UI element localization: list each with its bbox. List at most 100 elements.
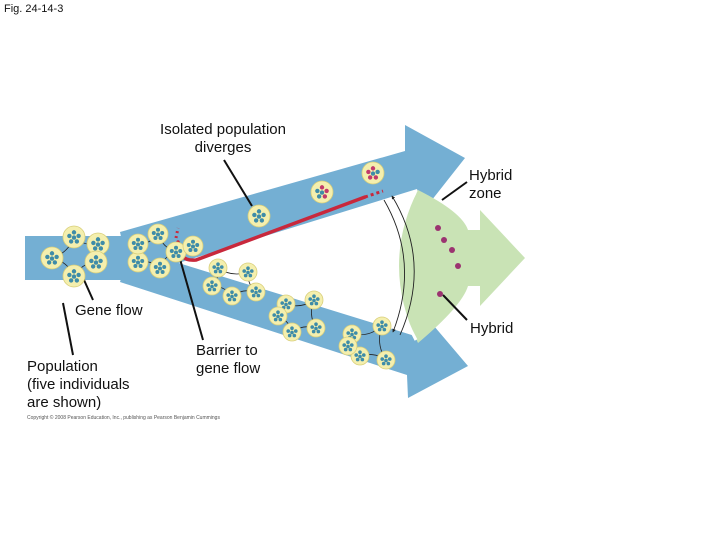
allele-dot	[246, 266, 250, 271]
allele-dot	[348, 347, 353, 352]
allele-dot	[226, 293, 231, 297]
isolated-label-line-2: diverges	[194, 139, 252, 156]
allele-dot	[276, 310, 280, 315]
allele-dot	[96, 264, 102, 269]
allele-dot	[71, 235, 77, 240]
allele-dot	[140, 241, 145, 245]
allele-dot	[171, 254, 176, 258]
allele-dot	[254, 286, 258, 291]
allele-dot	[349, 343, 354, 347]
allele-dot	[383, 323, 388, 327]
allele-dot	[324, 188, 329, 194]
allele-dot	[253, 218, 259, 223]
allele-dot	[380, 320, 384, 325]
allele-dot	[156, 232, 160, 237]
allele-dot	[386, 361, 391, 366]
allele-dot	[292, 333, 297, 338]
allele-dot	[353, 331, 358, 335]
hybrid-zone-label-line-1: Hybrid	[469, 167, 513, 184]
figure-label: Fig. 24-14-3	[4, 3, 64, 15]
allele-dot	[193, 248, 198, 252]
individual	[372, 316, 392, 336]
allele-dot	[207, 287, 212, 292]
allele-dot	[246, 270, 250, 275]
allele-dot	[162, 265, 167, 269]
allele-dot	[151, 231, 156, 235]
hybrid-zone	[399, 190, 525, 343]
allele-dot	[212, 265, 217, 269]
individual	[238, 262, 258, 282]
allele-dot	[71, 274, 77, 279]
allele-dot	[71, 269, 77, 274]
hybrid-zone-label: Hybrid zone	[469, 167, 512, 203]
allele-dot	[309, 301, 314, 306]
allele-dot	[191, 239, 195, 244]
allele-dot	[169, 249, 174, 253]
hybrid-label: Hybrid	[470, 320, 514, 337]
allele-dot	[249, 269, 254, 273]
allele-dot	[133, 264, 138, 268]
allele-dot	[250, 289, 255, 293]
allele-dot	[278, 317, 283, 322]
isolated-population-label: Isolated population diverges	[143, 121, 303, 157]
leader-population	[62, 302, 74, 356]
hybrid-dot	[441, 237, 447, 243]
individual	[127, 233, 149, 255]
allele-dot	[131, 259, 136, 263]
barrier-label-line-2: gene flow	[196, 360, 261, 377]
allele-dot	[286, 329, 291, 333]
allele-dot	[384, 354, 388, 359]
allele-dot	[212, 287, 217, 292]
allele-dot	[346, 344, 350, 349]
population-label-line-3: are shown)	[27, 394, 102, 411]
allele-dot	[74, 239, 80, 244]
allele-dot	[242, 269, 247, 273]
allele-dot	[230, 294, 234, 299]
allele-dot	[315, 188, 320, 194]
allele-dot	[310, 325, 315, 329]
allele-dot	[375, 169, 380, 175]
allele-dot	[259, 218, 265, 223]
allele-dot	[312, 294, 316, 299]
allele-dot	[90, 264, 96, 269]
allele-dot	[227, 297, 232, 302]
individuals	[40, 161, 396, 370]
hybrid-dot	[449, 247, 455, 253]
individual	[268, 306, 288, 326]
allele-dot	[76, 272, 81, 278]
allele-dot	[358, 354, 362, 359]
allele-dot	[89, 258, 94, 264]
individual	[282, 322, 302, 342]
allele-dot	[54, 254, 59, 260]
allele-dot	[136, 260, 140, 265]
allele-dot	[370, 171, 376, 176]
individual	[40, 246, 64, 270]
allele-dot	[361, 353, 366, 357]
allele-dot	[74, 278, 80, 283]
individual	[338, 336, 358, 356]
allele-dot	[195, 243, 200, 247]
allele-dot	[382, 327, 387, 332]
allele-dot	[174, 245, 178, 250]
allele-dot	[91, 240, 96, 246]
hybrid-individuals	[435, 225, 461, 297]
individual	[84, 250, 108, 274]
allele-dot	[156, 227, 160, 232]
individual	[247, 204, 271, 228]
individual	[222, 286, 242, 306]
allele-dot	[67, 272, 72, 278]
allele-dot	[176, 254, 181, 258]
allele-dot	[316, 194, 322, 199]
allele-dot	[366, 169, 371, 175]
allele-dot	[218, 269, 223, 274]
allele-dot	[219, 265, 224, 269]
allele-dot	[314, 326, 318, 331]
allele-dot	[317, 325, 322, 329]
allele-dot	[319, 185, 325, 190]
allele-dot	[248, 273, 253, 278]
allele-dot	[174, 250, 178, 255]
allele-dot	[191, 244, 195, 249]
allele-dot	[49, 251, 55, 256]
allele-dot	[314, 301, 319, 306]
allele-dot	[243, 273, 248, 278]
